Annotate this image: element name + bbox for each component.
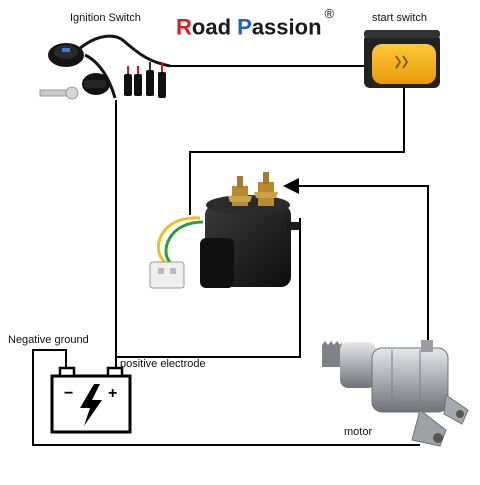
battery-symbol <box>50 366 132 434</box>
relay-image <box>149 172 300 289</box>
label-negative-ground: Negative ground <box>8 334 89 346</box>
label-positive-electrode: positive electrode <box>120 358 206 370</box>
brand-word-assion: assion <box>251 14 322 40</box>
wire-relay-to-positive <box>115 218 301 370</box>
wire-start-switch-to-relay <box>189 88 405 215</box>
start-switch-image <box>364 30 440 88</box>
ignition-switch-image <box>39 34 171 100</box>
label-motor: motor <box>344 426 373 438</box>
wire-motor-to-relay <box>283 178 429 350</box>
brand-word-oad: oad <box>191 14 238 40</box>
label-ignition-switch: Ignition Switch <box>70 12 141 24</box>
registered-mark: ® <box>324 6 335 21</box>
wiring-lines <box>32 65 429 446</box>
battery-minus-sign: − <box>64 385 73 402</box>
brand-initial-p: P <box>237 14 252 40</box>
starter-motor-image <box>322 340 469 447</box>
wire-negative-ground <box>32 349 420 446</box>
brand-title: Road Passion® <box>176 6 334 40</box>
label-start-switch: start switch <box>372 12 428 24</box>
battery-plus-sign: + <box>108 385 117 402</box>
brand-initial-r: R <box>176 14 192 40</box>
